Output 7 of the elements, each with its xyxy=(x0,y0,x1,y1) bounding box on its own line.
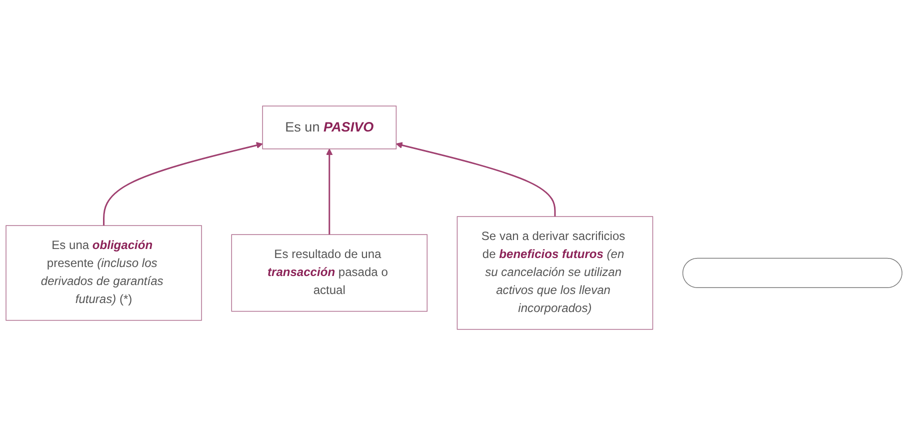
node-box: Es una obligación presente (incluso los derivados de garantías futuras) (*) xyxy=(6,226,202,322)
arrow xyxy=(326,148,333,235)
node-box: Se van a derivar sacrificios de beneficios futuros (en su cancelación se utilizan activos que los llevan incorporados) xyxy=(456,216,654,330)
arrow xyxy=(396,142,556,217)
node-box: Es resultado de una transacción pasada o actual xyxy=(231,234,428,312)
node-box: Es un PASIVO xyxy=(262,106,397,150)
arrow xyxy=(103,142,263,226)
